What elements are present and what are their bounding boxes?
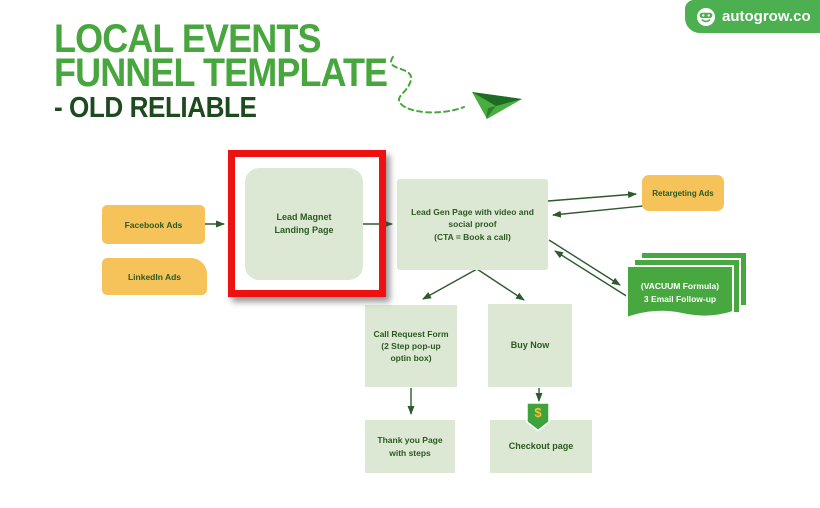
node-checkout-page: Checkout page <box>490 420 592 473</box>
arrow-retargeting-to-leadgen <box>552 205 644 218</box>
node-thank-you-page: Thank you Page with steps <box>365 420 455 473</box>
node-lead-magnet-landing-page: Lead Magnet Landing Page <box>245 168 363 280</box>
title-line-3: - OLD RELIABLE <box>54 92 257 124</box>
node-email-follow-up: (VACUUM Formula) 3 Email Follow-up <box>640 281 720 304</box>
dollar-symbol: $ <box>534 405 542 420</box>
brand-name: autogrow.co <box>722 8 811 25</box>
autogrow-face-icon <box>697 7 715 26</box>
node-linkedin-ads: LinkedIn Ads <box>102 258 207 295</box>
title-line-2: FUNNEL TEMPLATE <box>54 51 388 95</box>
arrow-leadgen-to-buynow <box>476 268 525 301</box>
title-line-1: LOCAL EVENTS <box>54 17 321 61</box>
arrow-leadgen-to-retargeting <box>547 191 637 202</box>
node-call-request-form: Call Request Form (2 Step pop-up optin b… <box>365 305 457 387</box>
dashed-squiggle-trail <box>390 56 465 114</box>
arrow-leadgen-to-emails <box>548 239 621 286</box>
node-retargeting-ads: Retargeting Ads <box>642 175 724 211</box>
arrow-emails-to-leadgen <box>554 250 629 298</box>
highlight-frame <box>228 150 386 297</box>
page-title: LOCAL EVENTS FUNNEL TEMPLATE - OLD RELIA… <box>54 17 388 126</box>
brand-badge: autogrow.co <box>685 0 820 33</box>
paper-plane-icon <box>472 92 522 119</box>
node-lead-gen-page: Lead Gen Page with video and social proo… <box>397 179 548 270</box>
node-facebook-ads: Facebook Ads <box>102 205 205 244</box>
node-buy-now: Buy Now <box>488 304 572 387</box>
arrow-leadgen-to-callrequest <box>422 268 478 300</box>
